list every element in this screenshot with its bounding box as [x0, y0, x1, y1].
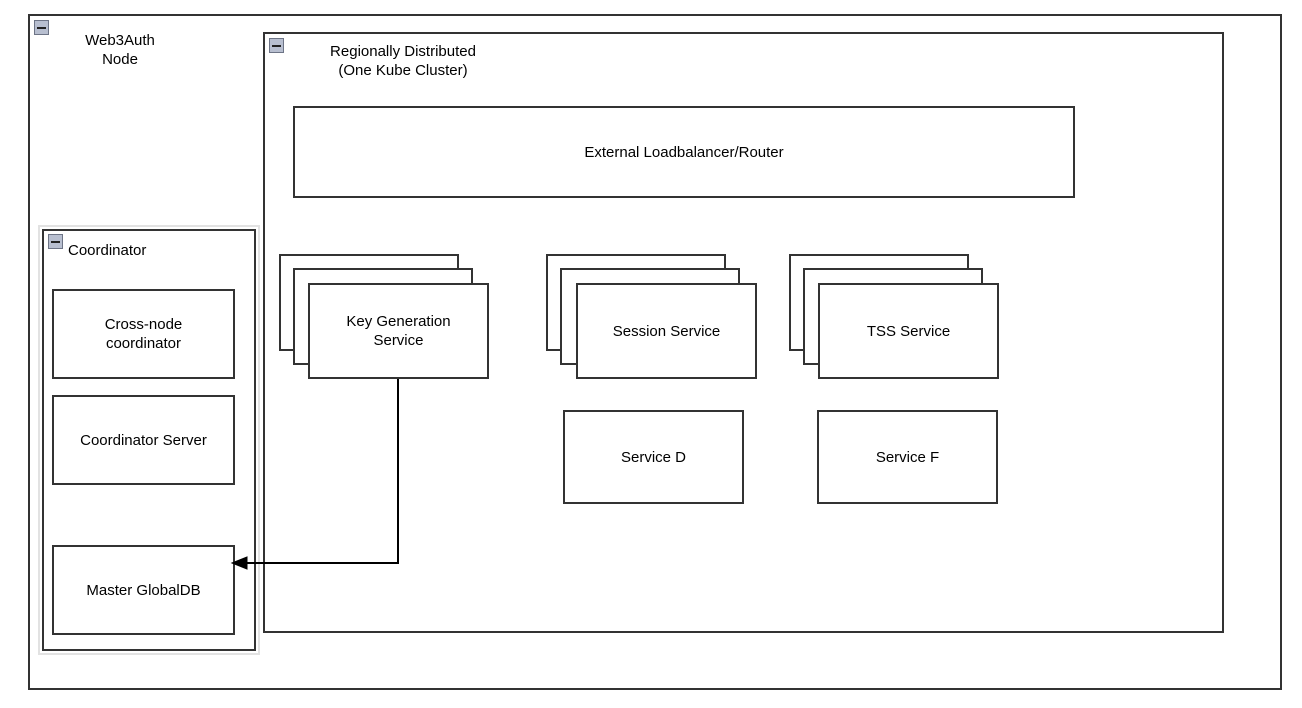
collapse-icon-coordinator[interactable] — [48, 234, 63, 249]
collapse-icon-web3auth-node[interactable] — [34, 20, 49, 35]
box-tss-service[interactable] — [818, 283, 999, 379]
collapse-icon-kube-cluster[interactable] — [269, 38, 284, 53]
box-cross-node-coordinator[interactable] — [52, 289, 235, 379]
box-session-service[interactable] — [576, 283, 757, 379]
box-service-d[interactable] — [563, 410, 744, 504]
box-service-f[interactable] — [817, 410, 998, 504]
box-external-loadbalancer[interactable] — [293, 106, 1075, 198]
box-coordinator-server[interactable] — [52, 395, 235, 485]
box-key-generation-service[interactable] — [308, 283, 489, 379]
box-master-globaldb[interactable] — [52, 545, 235, 635]
